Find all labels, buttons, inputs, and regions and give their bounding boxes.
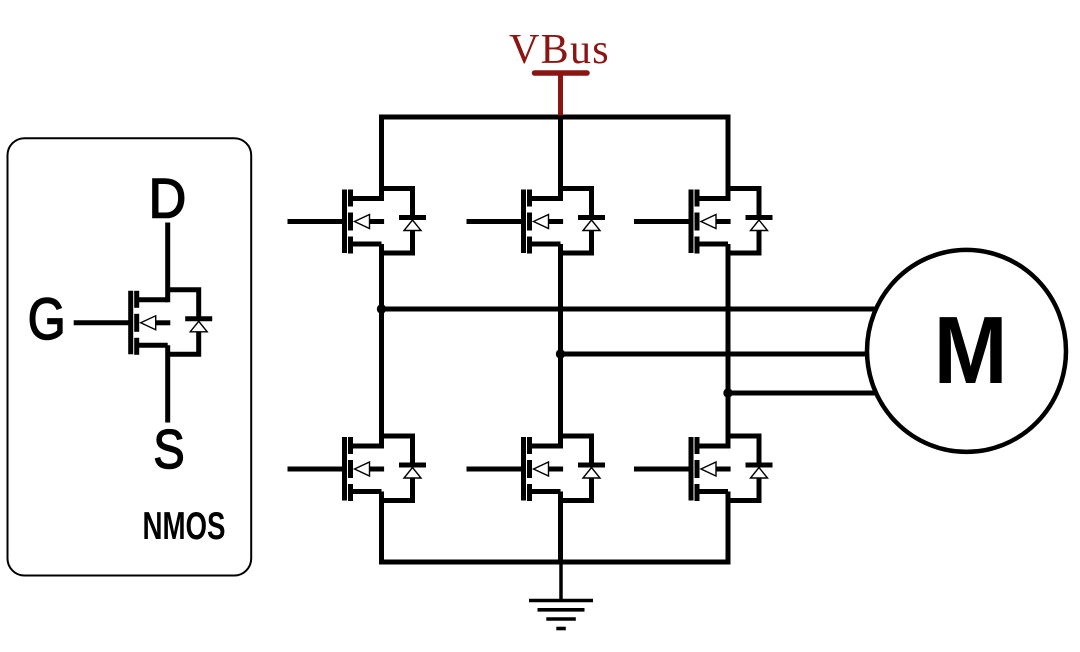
svg-text:NMOS: NMOS — [142, 504, 225, 548]
svg-text:M: M — [934, 297, 1008, 404]
svg-text:VBus: VBus — [509, 27, 610, 73]
svg-text:S: S — [153, 419, 184, 480]
svg-text:G: G — [28, 288, 66, 352]
svg-text:D: D — [149, 168, 187, 230]
